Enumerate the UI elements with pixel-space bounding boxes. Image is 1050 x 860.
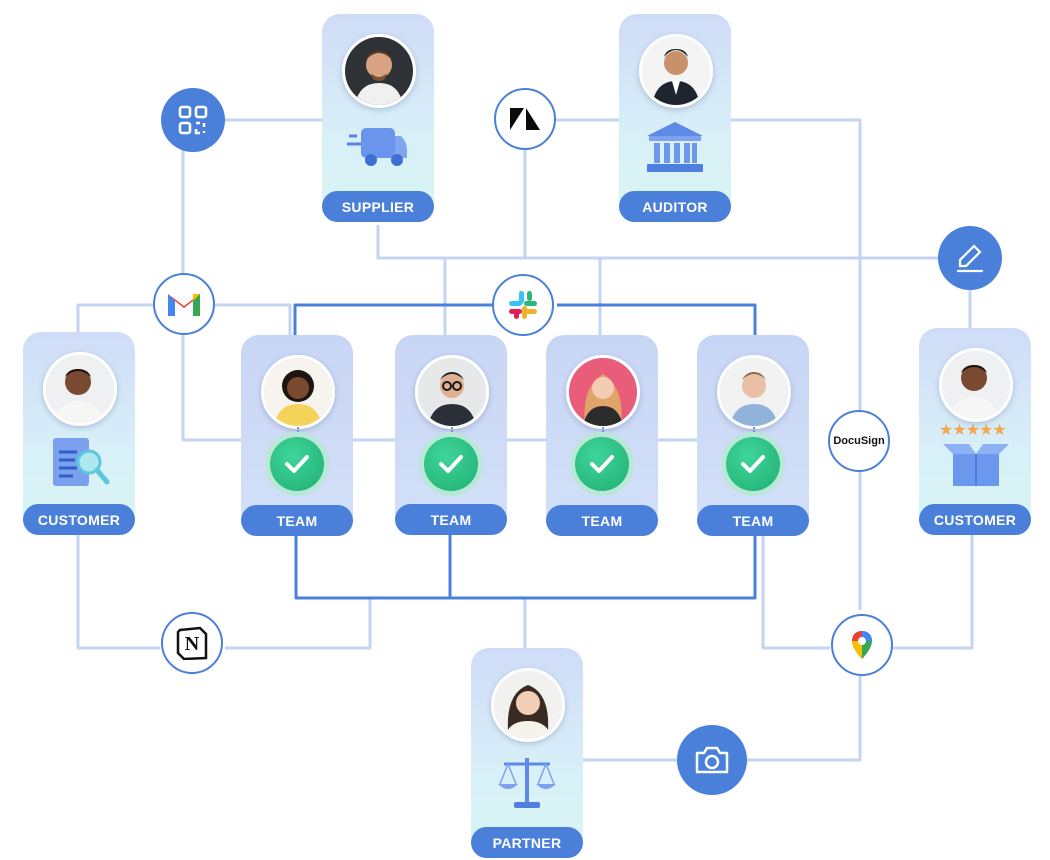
auditor-avatar (639, 34, 713, 108)
connector-dots (451, 427, 453, 439)
team-label: TEAM (241, 505, 353, 536)
team-card[interactable]: TEAM (395, 335, 507, 535)
open-box-icon (941, 440, 1011, 495)
team-avatar (261, 355, 335, 429)
team-label: TEAM (697, 505, 809, 536)
delivery-truck-icon (347, 124, 409, 177)
check-icon (270, 437, 324, 491)
customer-right-card[interactable]: ★★★★★ CUSTOMER (919, 328, 1031, 535)
gmail-icon[interactable] (153, 273, 215, 335)
qr-code-icon[interactable] (161, 88, 225, 152)
customer-right-label: CUSTOMER (919, 504, 1031, 535)
connector-dots (753, 427, 755, 439)
bank-building-icon (645, 120, 705, 179)
svg-text:N: N (185, 633, 200, 655)
scales-icon (496, 754, 558, 815)
slack-icon[interactable] (492, 274, 554, 336)
check-icon (424, 437, 478, 491)
zendesk-icon[interactable] (494, 88, 556, 150)
connector-dots (297, 427, 299, 439)
check-icon (726, 437, 780, 491)
customer-left-avatar (43, 352, 117, 426)
team-label: TEAM (546, 505, 658, 536)
notion-icon[interactable]: N (161, 612, 223, 674)
customer-left-card[interactable]: CUSTOMER (23, 332, 135, 535)
auditor-label: AUDITOR (619, 191, 731, 222)
team-avatar (566, 355, 640, 429)
partner-label: PARTNER (471, 827, 583, 858)
signature-pen-icon[interactable] (938, 226, 1002, 290)
docusign-label: DocuSign (833, 435, 885, 447)
five-stars-icon: ★★★★★ (939, 420, 1007, 439)
check-icon (575, 437, 629, 491)
team-card[interactable]: TEAM (241, 335, 353, 536)
document-search-icon (51, 436, 111, 495)
partner-card[interactable]: PARTNER (471, 648, 583, 858)
team-avatar (415, 355, 489, 429)
partner-avatar (491, 668, 565, 742)
connector-dots (602, 427, 604, 439)
customer-right-avatar (939, 348, 1013, 422)
supplier-card[interactable]: SUPPLIER (322, 14, 434, 222)
supplier-label: SUPPLIER (322, 191, 434, 222)
customer-left-label: CUSTOMER (23, 504, 135, 535)
auditor-card[interactable]: AUDITOR (619, 14, 731, 222)
team-card[interactable]: TEAM (697, 335, 809, 536)
map-pin-icon[interactable] (831, 614, 893, 676)
team-card[interactable]: TEAM (546, 335, 658, 536)
supplier-avatar (342, 34, 416, 108)
docusign-logo[interactable]: DocuSign (828, 410, 890, 472)
camera-icon[interactable] (677, 725, 747, 795)
team-label: TEAM (395, 504, 507, 535)
team-avatar (717, 355, 791, 429)
